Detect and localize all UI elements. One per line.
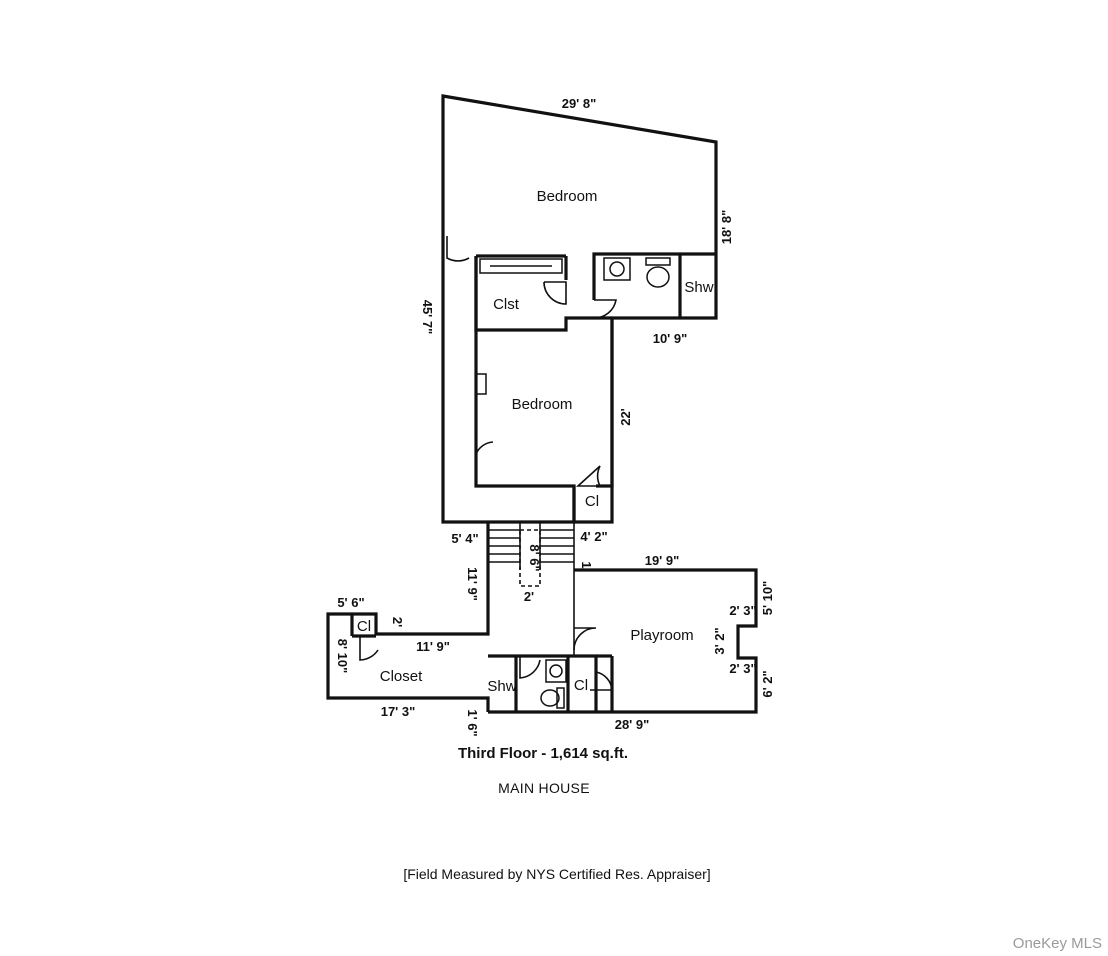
toilet-bottom-tank [556,687,565,709]
sink-top [603,257,631,281]
doors-lower [359,627,613,691]
door-bath-top [593,299,617,319]
dim-hall-width: 11' 9" [416,639,450,654]
floor-summary: Third Floor - 1,614 sq.ft. [458,745,628,762]
dim-bath-width: 10' 9" [653,331,688,346]
room-label-cl-small: Cl [357,618,371,635]
room-label-bedroom-top: Bedroom [537,188,598,205]
room-label-cl-bottom: Cl [574,677,588,694]
playroom-outline [488,568,758,714]
dim-notch-bottom: 2' 3" [729,661,756,676]
room-label-clst: Clst [493,296,520,313]
dim-right-top: 5' 10" [760,581,775,616]
lower-wing-walls [326,522,758,714]
room-label-shw-bottom: Shw [487,678,516,695]
dim-stair-bottom: 2' [524,589,534,604]
room-label-cl-mid: Cl [585,493,599,510]
appraiser-note: [Field Measured by NYS Certified Res. Ap… [403,866,710,882]
dim-closet-height: 8' 10" [335,639,350,674]
dim-stair-left: 5' 4" [451,531,478,546]
mid-bedroom-wall-left [474,330,576,522]
door-bedroom-mid [475,432,494,455]
room-label-closet-left: Closet [380,668,423,685]
dim-bedroom-mid-height: 22' [618,408,633,426]
door-corridor-top [446,236,470,262]
dim-stair-right: 4' 2" [580,529,607,544]
toilet-top-bowl [646,266,670,288]
toilet-bottom-bowl [540,689,560,707]
room-label-bedroom-mid: Bedroom [512,396,573,413]
stair-landing [519,529,541,587]
door-cl-bottom [590,671,613,691]
dim-closet-side: 2' [390,617,405,627]
dim-playroom-top: 19' 9" [645,553,680,568]
watermark: OneKey MLS [1013,935,1102,952]
dim-notch-top: 2' 3" [729,603,756,618]
closet-shelf [479,258,563,274]
dim-bottom-width: 28' 9" [615,717,650,732]
dim-top-width: 29' 8" [562,96,597,111]
door-bath-bottom [519,656,541,679]
doors-upper [446,236,617,487]
dim-closet-top: 5' 6" [337,595,364,610]
wall-vent [475,373,487,395]
upper-wing-outline [441,94,718,524]
dim-stair-mark: 1 [579,561,594,568]
door-clst [543,281,567,305]
dim-right-upper: 18' 8" [719,210,734,245]
toilet-top-tank [645,257,671,266]
dim-hall-height: 11' 9" [465,567,480,601]
sink-bottom-bowl [549,664,563,678]
dim-closet-bottom: 17' 3" [381,704,416,719]
building-name: MAIN HOUSE [498,780,590,796]
upper-wing-walls [441,94,718,524]
sink-top-bowl [609,261,625,277]
dim-left-height: 45' 7" [420,300,435,335]
room-label-shw-top: Shw [684,279,713,296]
dim-stair-width: 8' 6" [527,544,542,571]
dim-right-bottom: 6' 2" [760,670,775,697]
bath-top-walls [592,252,716,300]
door-playroom [573,627,597,651]
dim-hall-jog: 1' 6" [465,709,480,736]
closet-top-walls [474,256,612,332]
room-label-playroom: Playroom [630,627,693,644]
door-cl-mid [575,465,602,487]
door-closet-left [359,636,379,661]
dim-notch-depth: 3' 2" [712,627,727,654]
sink-bottom [545,659,567,683]
mid-bedroom-wall-right [596,318,614,488]
